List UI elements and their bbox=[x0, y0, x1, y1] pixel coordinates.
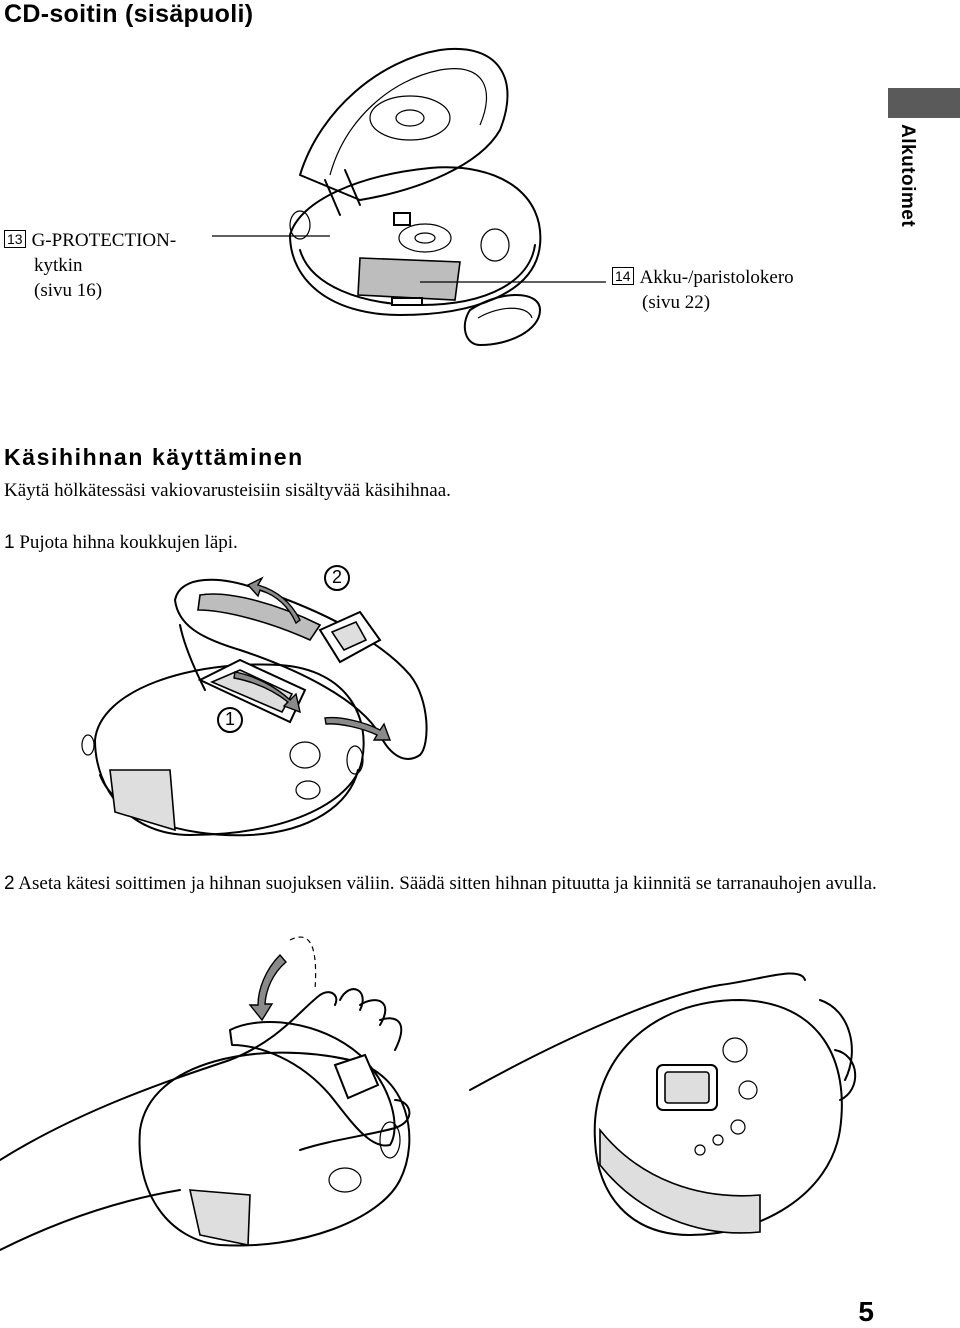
step-2-text: Aseta kätesi soittimen ja hihnan suojuks… bbox=[18, 873, 877, 894]
callout-13-line1: G-PROTECTION- bbox=[31, 230, 177, 251]
callout-13-line3: (sivu 16) bbox=[34, 280, 103, 301]
callout-number-13: 13 bbox=[4, 230, 26, 248]
callout-battery-compartment: 14 Akku-/paristolokero (sivu 22) bbox=[612, 265, 872, 315]
page-number: 5 bbox=[858, 1296, 874, 1327]
step-1: 1 Pujota hihna koukkujen läpi. bbox=[4, 531, 238, 555]
step-1-text: Pujota hihna koukkujen läpi. bbox=[19, 532, 238, 553]
step-1-number: 1 bbox=[4, 532, 15, 553]
section-intro: Käytä hölkätessäsi vakiovarusteisiin sis… bbox=[4, 480, 451, 501]
callout-13-line2: kytkin bbox=[34, 255, 83, 276]
figure-marker-2: 2 bbox=[331, 567, 342, 587]
callout-number-14: 14 bbox=[612, 267, 634, 285]
hand-in-strap-drawing bbox=[0, 936, 411, 1251]
side-tab-bar bbox=[888, 88, 960, 118]
strap-threading-drawing bbox=[81, 565, 428, 837]
side-tab-label: Alkutoimet bbox=[897, 124, 918, 228]
callout-14-line2: (sivu 22) bbox=[642, 292, 711, 313]
cd-player-open-drawing bbox=[289, 47, 542, 346]
step-2: 2 Aseta kätesi soittimen ja hihnan suoju… bbox=[4, 872, 904, 896]
step-2-number: 2 bbox=[4, 873, 15, 894]
player-held-drawing bbox=[469, 972, 857, 1236]
page-title: CD-soitin (sisäpuoli) bbox=[4, 0, 254, 28]
figure-marker-1: 1 bbox=[224, 709, 235, 729]
callout-g-protection: 13 G-PROTECTION- kytkin (sivu 16) bbox=[4, 228, 214, 303]
callout-14-line1: Akku-/paristolokero bbox=[639, 267, 794, 288]
section-heading: Käsihihnan käyttäminen bbox=[4, 444, 304, 470]
